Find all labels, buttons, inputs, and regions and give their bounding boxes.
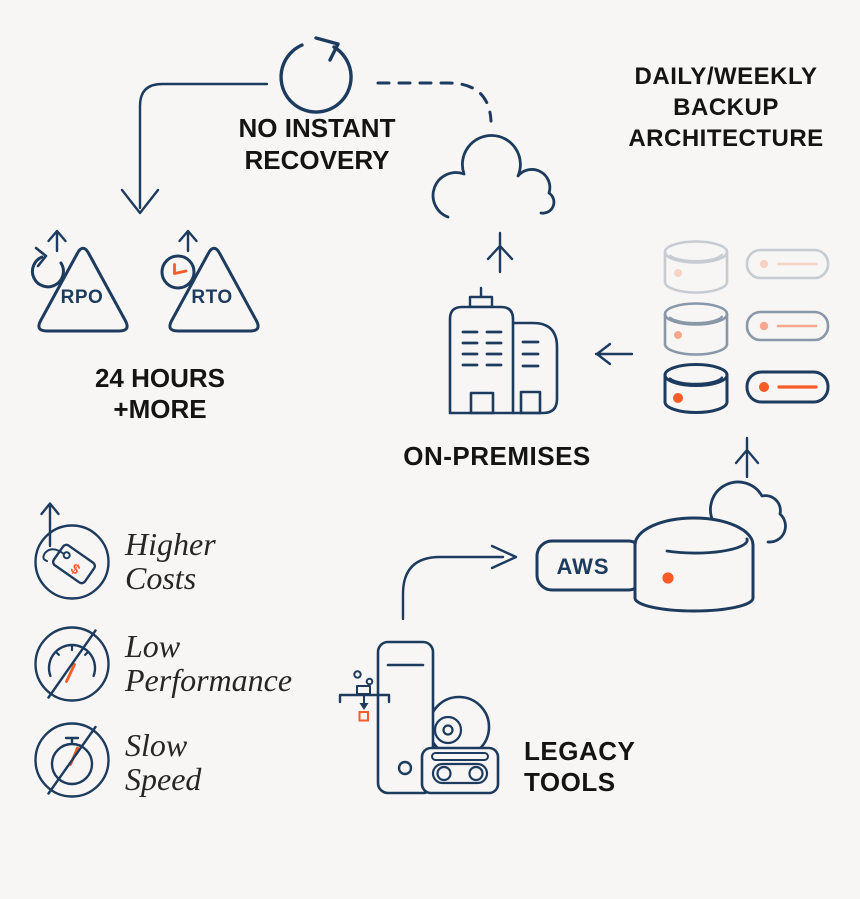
rpo-triangle-icon (30, 229, 129, 333)
buildings-icon (448, 286, 559, 415)
on-premises-label: ON-PREMISES (403, 441, 591, 471)
backup-row-1 (663, 240, 830, 294)
tower-pc (376, 640, 435, 795)
arrow-up-icon (734, 436, 760, 479)
cloud-bucket-icon (535, 480, 787, 613)
no-instant-recovery-label: NO INSTANT RECOVERY (206, 112, 428, 176)
low-performance-label: Low Performance (125, 629, 292, 697)
rto-label: RTO (191, 287, 233, 308)
backup-row-2 (663, 302, 830, 356)
arrow-up-icon (486, 231, 514, 274)
duration-line: +MORE (113, 394, 207, 424)
rpo-label: RPO (60, 287, 104, 308)
data-funnel-icon (338, 670, 391, 722)
drawback-line: Speed (125, 761, 202, 797)
recovery-duration-label: 24 HOURS +MORE (50, 363, 270, 425)
no-performance-gauge-icon (34, 626, 110, 702)
aws-label: AWS (556, 554, 610, 579)
building-windows (461, 330, 540, 368)
rto-triangle-icon (160, 229, 260, 333)
drawback-line: Slow (125, 727, 188, 763)
backup-row-3 (663, 363, 830, 414)
no-speed-stopwatch-icon (34, 722, 110, 798)
arrow-down-icon (120, 82, 269, 215)
drawback-line: Low (125, 628, 181, 664)
arrow-curved-icon (401, 544, 518, 621)
price-tag-icon: $ (34, 502, 110, 600)
cloud-icon (431, 134, 556, 219)
recovery-line: RECOVERY (244, 145, 390, 175)
drawback-line: Costs (125, 560, 197, 596)
legacy-line: LEGACY (524, 736, 636, 766)
title-line: BACKUP (673, 94, 779, 121)
higher-costs-label: Higher Costs (125, 527, 216, 595)
dashed-arrow-icon (376, 81, 493, 123)
recovery-line: NO INSTANT (238, 113, 396, 143)
tower-disc-tape-icon (376, 640, 500, 795)
legacy-line: TOOLS (524, 767, 616, 797)
legacy-tools-label: LEGACY TOOLS (524, 736, 694, 798)
slow-speed-label: Slow Speed (125, 728, 201, 796)
page-title: DAILY/WEEKLY BACKUP ARCHITECTURE (590, 61, 860, 154)
title-line: DAILY/WEEKLY (634, 63, 818, 90)
drawback-line: Higher (125, 526, 216, 562)
refresh-icon (279, 36, 353, 114)
drawback-line: Performance (125, 662, 293, 698)
title-line: ARCHITECTURE (628, 125, 824, 152)
duration-line: 24 HOURS (94, 363, 226, 393)
arrow-left-icon (594, 342, 634, 366)
